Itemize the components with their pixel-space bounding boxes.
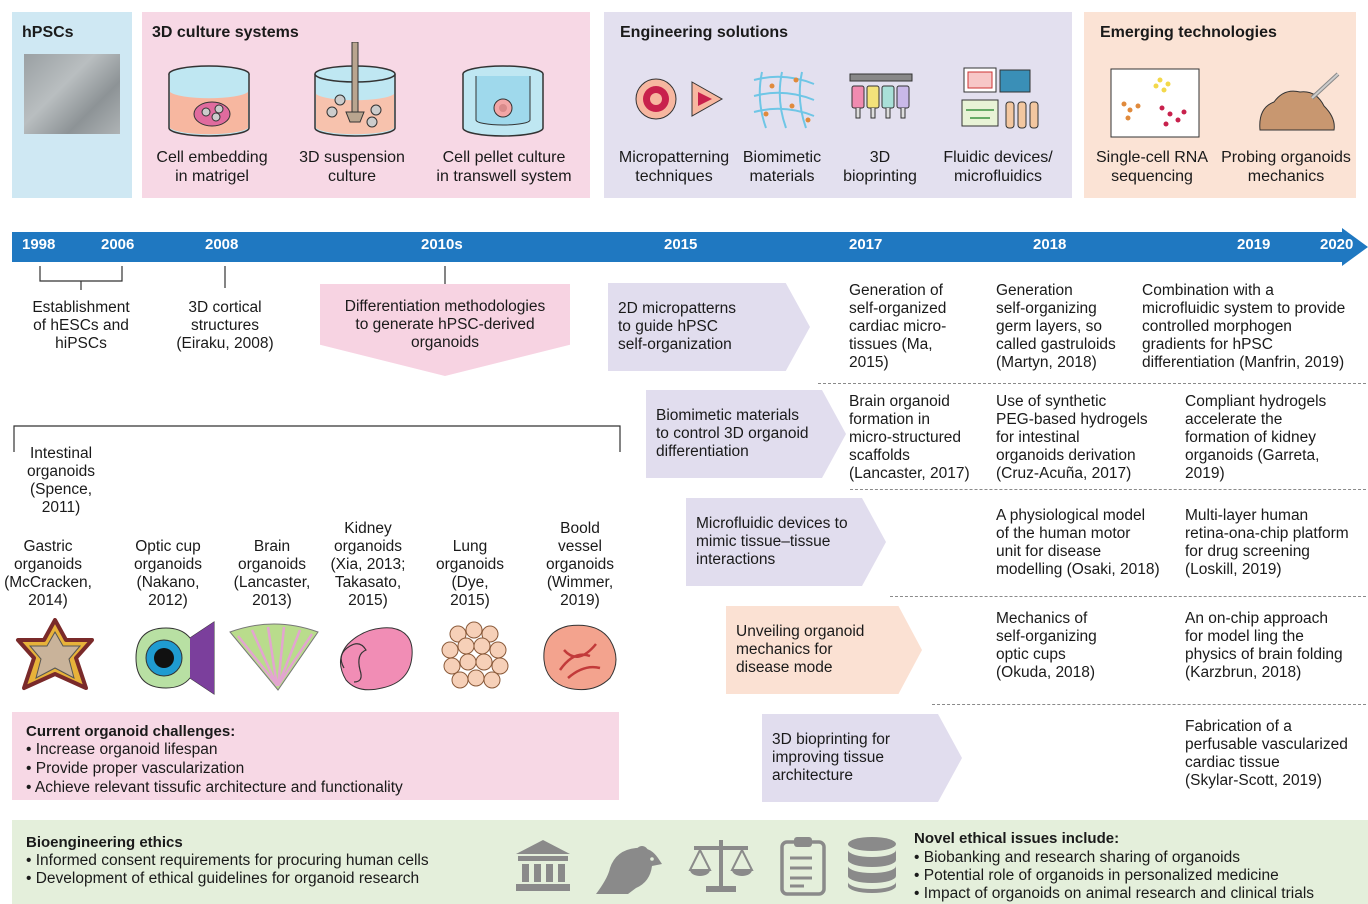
year-2015: 2015 [664, 236, 698, 253]
timeline-tick-lines [39, 266, 446, 290]
approach-mechanics-label: Unveiling organoid mechanics for disease… [736, 623, 865, 676]
vessel-organoid-icon [543, 624, 617, 691]
kidney-organoid-icon [340, 627, 413, 691]
engineering-title: Engineering solutions [620, 24, 789, 41]
scrna-plot-icon [1110, 68, 1200, 138]
emerging-title: Emerging technologies [1100, 24, 1277, 41]
row-separator-1 [818, 383, 1366, 384]
ethics-item-2: • Development of ethical guidelines for … [26, 870, 420, 887]
gastric-organoids-label: Gastric organoids (McCracken, 2014) [4, 538, 92, 609]
optic-cup-organoid-icon [135, 621, 215, 695]
bioprinting-icon [849, 73, 913, 119]
hpsc-panel: hPSCs [12, 12, 132, 198]
checklist-icon [780, 837, 826, 896]
milestone-differentiation: Differentiation methodologies to generat… [344, 298, 546, 351]
emerging-label-2: Probing organoids mechanics [1221, 149, 1351, 185]
biomimetic-mesh-icon [753, 71, 815, 129]
row-separator-3 [890, 596, 1366, 597]
engineering-label-3: 3D bioprinting [843, 149, 917, 185]
lung-organoids-label: Lung organoids (Dye, 2015) [435, 538, 505, 609]
organoid-mechanics-icon [1259, 72, 1340, 131]
approach-biomimetic-label: Biomimetic materials to control 3D organ… [656, 407, 809, 460]
year-2008: 2008 [205, 236, 239, 253]
culture-label-2: 3D suspension culture [299, 149, 405, 185]
hpsc-title: hPSCs [22, 24, 74, 41]
brain-organoids-label: Brain organoids (Lancaster, 2013) [233, 538, 311, 609]
culture-panel: 3D culture systems Cell embedding in mat… [142, 12, 590, 198]
ethics-issue-3: • Impact of organoids on animal research… [914, 885, 1315, 902]
challenge-item-2: • Provide proper vascularization [26, 760, 245, 777]
challenge-item-3: • Achieve relevant tissufic architecture… [26, 779, 403, 796]
lung-organoid-icon [441, 621, 509, 689]
culture-label-1: Cell embedding in matrigel [156, 149, 268, 185]
finding-skylar-scott-2019: Fabrication of a perfusable vascularized… [1185, 718, 1348, 789]
transwell-pellet-icon [462, 65, 544, 137]
finding-lancaster-2017: Brain organoid formation in micro-struct… [849, 393, 970, 482]
scales-icon [688, 840, 754, 892]
year-2019: 2019 [1237, 236, 1271, 253]
suspension-culture-icon [314, 42, 396, 137]
year-2017: 2017 [849, 236, 883, 253]
finding-okuda-2018: Mechanics of self-organizing optic cups … [996, 610, 1097, 681]
year-2006: 2006 [101, 236, 135, 253]
approach-micropatterns-label: 2D micropatterns to guide hPSC self-orga… [618, 300, 737, 353]
year-2018: 2018 [1033, 236, 1067, 253]
timeline-arrow [12, 228, 1368, 266]
ethics-title: Bioengineering ethics [26, 834, 183, 851]
challenges-title: Current organoid challenges: [26, 723, 236, 740]
challenges-box [12, 712, 619, 800]
milestone-cortical: 3D cortical structures (Eiraku, 2008) [176, 299, 274, 352]
year-2020: 2020 [1320, 236, 1354, 253]
institution-icon [516, 840, 570, 891]
finding-manfrin-2019: Combination with a microfluidic system t… [1142, 282, 1346, 371]
finding-ma-2015: Generation of self-organized cardiac mic… [849, 282, 947, 371]
ethics-issue-1: • Biobanking and research sharing of org… [914, 849, 1240, 866]
kidney-organoids-label: Kidney organoids (Xia, 2013; Takasato, 2… [330, 520, 406, 609]
database-icon [848, 837, 896, 893]
culture-label-3: Cell pellet culture in transwell system [436, 149, 572, 185]
organoid-bracket [13, 425, 621, 452]
micropattern-icon [635, 78, 724, 120]
finding-loskill-2019: Multi-layer human retina-ona-chip platfo… [1185, 507, 1349, 578]
year-1998: 1998 [22, 236, 56, 253]
rat-icon [596, 846, 662, 894]
matrigel-dish-icon [168, 65, 250, 137]
intestinal-organoids-label: Intestinal organoids (Spence, 2011) [26, 445, 96, 516]
finding-osaki-2018: A physiological model of the human motor… [996, 507, 1160, 578]
approach-microfluidic: Microfluidic devices to mimic tissue–tis… [686, 498, 886, 586]
ethics-item-1: • Informed consent requirements for proc… [26, 852, 429, 869]
gastric-organoid-icon [16, 618, 94, 690]
vessel-organoids-label: Boold vessel organoids (Wimmer, 2019) [545, 520, 615, 609]
brain-organoid-icon [229, 623, 319, 691]
optic-cup-organoids-label: Optic cup organoids (Nakano, 2012) [133, 538, 203, 609]
row-separator-2 [850, 489, 1366, 490]
challenge-item-1: • Increase organoid lifespan [26, 741, 218, 758]
approach-mechanics: Unveiling organoid mechanics for disease… [726, 606, 922, 694]
finding-cruz-acuna-2017: Use of synthetic PEG-based hydrogels for… [996, 393, 1148, 482]
ethics-issue-2: • Potential role of organoids in persona… [914, 867, 1279, 884]
approach-micropatterns: 2D micropatterns to guide hPSC self-orga… [608, 283, 810, 371]
year-2010s: 2010s [421, 236, 463, 253]
approach-bioprinting-label: 3D bioprinting for improving tissue arch… [772, 731, 891, 784]
microfluidics-icon [961, 67, 1039, 129]
row-separator-4 [932, 704, 1366, 705]
finding-martyn-2018: Generation self-organizing germ layers, … [996, 282, 1116, 371]
engineering-panel: Engineering solutions Micropatterning te… [604, 12, 1072, 198]
engineering-label-4: Fluidic devices/ microfluidics [943, 149, 1053, 185]
finding-garreta-2019: Compliant hydrogels accelerate the forma… [1185, 393, 1327, 482]
engineering-label-2: Biomimetic materials [742, 149, 822, 185]
ethics-issues-title: Novel ethical issues include: [914, 830, 1120, 847]
hpsc-micrograph [24, 54, 120, 134]
milestone-establishment: Establishment of hESCs and hiPSCs [32, 299, 130, 352]
approach-microfluidic-label: Microfluidic devices to mimic tissue–tis… [696, 515, 848, 568]
engineering-label-1: Micropatterning techniques [618, 149, 730, 185]
emerging-panel: Emerging technologies Single-cell RNA se… [1084, 12, 1356, 198]
approach-biomimetic: Biomimetic materials to control 3D organ… [646, 390, 846, 478]
culture-title: 3D culture systems [152, 24, 299, 41]
finding-karzbrun-2018: An on-chip approach for model ling the p… [1185, 610, 1343, 681]
emerging-label-1: Single-cell RNA sequencing [1095, 149, 1209, 185]
ethics-panel [12, 820, 1368, 904]
approach-bioprinting: 3D bioprinting for improving tissue arch… [762, 714, 962, 802]
